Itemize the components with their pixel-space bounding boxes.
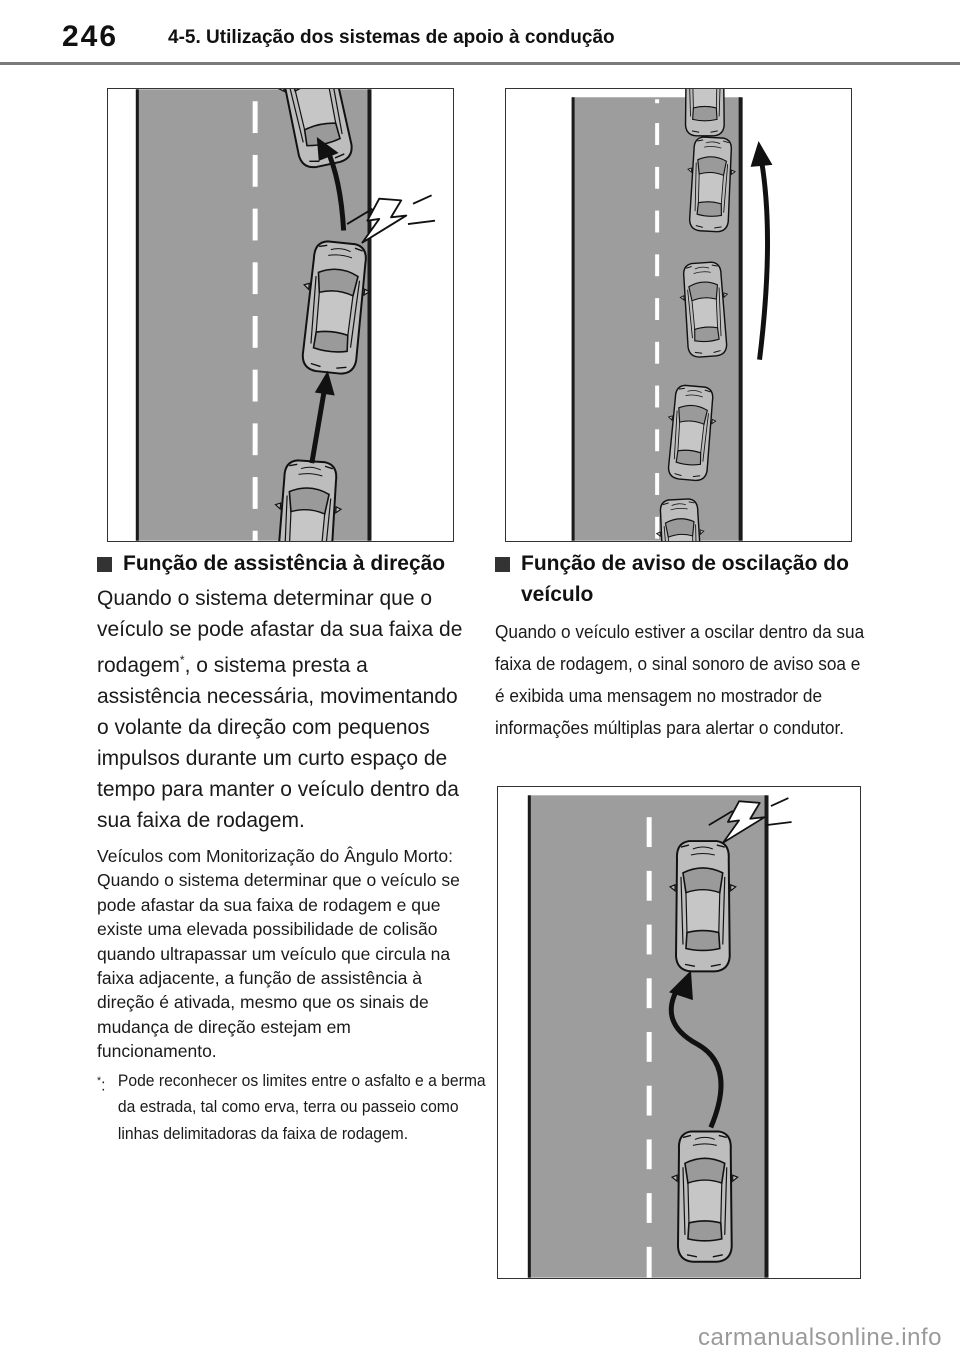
watermark: carmanualsonline.info [698,1324,942,1351]
sway-warning-drawing [527,795,793,1278]
sway-warning-heading: Função de aviso de oscilação do veículo [495,548,867,610]
road-edge-right [367,89,372,541]
road-edge-left [135,89,139,541]
right-column: Função de aviso de oscilação do veículo … [495,548,867,744]
footnote-reference: * [179,653,185,667]
steering-assist-heading: Função de assistência à direção [97,548,469,579]
steering-assist-description: Quando o sistema determinar que o veícul… [97,587,463,832]
arrow-forward [309,387,328,464]
road-edge-right [738,97,743,541]
arrow-sway [757,160,771,361]
steering-assist-illustration [107,88,454,542]
vehicle-sway-drawing [571,89,773,541]
header-divider [0,62,960,65]
section-title: 4-5. Utilização dos sistemas de apoio à … [168,27,615,48]
footnote: *: Pode reconhecer os limites entre o as… [97,1071,486,1143]
arrow-swerve [668,984,724,1129]
page-header: 246 4-5. Utilização dos sistemas de apoi… [0,0,960,66]
car-swaying [671,1130,739,1263]
steering-assist-drawing [135,89,436,541]
left-column: Função de assistência à direção Quando o… [97,548,486,1147]
vehicle-sway-illustration [505,88,852,542]
page-number: 246 [62,20,119,53]
bullet-square-icon [495,557,510,572]
blind-spot-note: Veículos com Monitorização do Ângulo Mor… [97,846,460,1062]
road-edge-left [527,795,531,1278]
bullet-square-icon [97,557,112,572]
sway-warning-description: Quando o veículo estiver a oscilar den­t… [495,621,865,738]
car-1 [680,89,730,137]
sway-warning-illustration [497,786,861,1279]
road-edge-right [764,795,769,1278]
road-edge-left [571,97,575,541]
car-ahead [669,840,737,973]
